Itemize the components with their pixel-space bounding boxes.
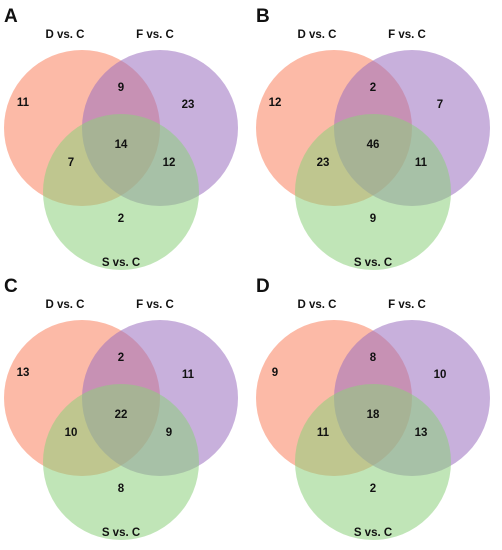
panel-letter: D: [256, 276, 270, 297]
region-count-d-only: 13: [17, 367, 30, 379]
region-count-df: 2: [370, 82, 376, 94]
venn-panel-d: D D vs. C F vs. C S vs. C 9 8 10 18 11 13 2: [256, 276, 490, 540]
region-count-df: 9: [118, 82, 124, 94]
region-count-fs: 11: [415, 157, 428, 169]
region-count-df: 2: [118, 352, 124, 364]
region-count-ds: 10: [65, 427, 78, 439]
region-count-fs: 9: [166, 427, 172, 439]
region-count-fs: 13: [415, 427, 428, 439]
region-count-d-only: 12: [269, 97, 282, 109]
panel-letter: C: [4, 276, 18, 297]
set-label-d: D vs. C: [298, 29, 337, 41]
set-label-s: S vs. C: [354, 257, 392, 269]
venn-circle-s: [295, 384, 451, 540]
set-label-d: D vs. C: [46, 29, 85, 41]
region-count-d-only: 11: [17, 97, 30, 109]
region-count-f-only: 7: [437, 99, 443, 111]
region-count-df: 8: [370, 352, 377, 364]
set-label-d: D vs. C: [298, 299, 337, 311]
region-count-d-only: 9: [272, 367, 278, 379]
venn-circle-s: [295, 114, 451, 270]
region-count-all: 22: [115, 409, 128, 421]
region-count-fs: 12: [163, 157, 176, 169]
venn-panel-a: A D vs. C F vs. C S vs. C 11 9 23 14 7 12 2: [4, 6, 238, 270]
set-label-d: D vs. C: [46, 299, 85, 311]
set-label-s: S vs. C: [102, 527, 140, 539]
set-label-s: S vs. C: [102, 257, 140, 269]
set-label-f: F vs. C: [388, 299, 426, 311]
region-count-all: 14: [115, 139, 128, 151]
venn-circle-s: [43, 384, 199, 540]
region-count-s-only: 2: [370, 483, 376, 495]
region-count-s-only: 8: [118, 483, 125, 495]
region-count-f-only: 11: [182, 369, 195, 381]
region-count-s-only: 2: [118, 213, 124, 225]
venn-circle-s: [43, 114, 199, 270]
region-count-s-only: 9: [370, 213, 376, 225]
region-count-all: 46: [367, 139, 380, 151]
set-label-f: F vs. C: [388, 29, 426, 41]
set-label-s: S vs. C: [354, 527, 392, 539]
venn-panel-b: B D vs. C F vs. C S vs. C 12 2 7 46 23 11 9: [256, 6, 490, 270]
region-count-f-only: 10: [434, 369, 447, 381]
region-count-ds: 7: [68, 157, 74, 169]
set-label-f: F vs. C: [136, 299, 174, 311]
region-count-ds: 23: [317, 157, 330, 169]
set-label-f: F vs. C: [136, 29, 174, 41]
region-count-all: 18: [367, 409, 380, 421]
venn-panel-c: C D vs. C F vs. C S vs. C 13 2 11 22 10 9 8: [4, 276, 238, 540]
panel-letter: B: [256, 6, 270, 27]
panel-letter: A: [4, 6, 18, 27]
region-count-f-only: 23: [182, 99, 195, 111]
region-count-ds: 11: [317, 427, 330, 439]
